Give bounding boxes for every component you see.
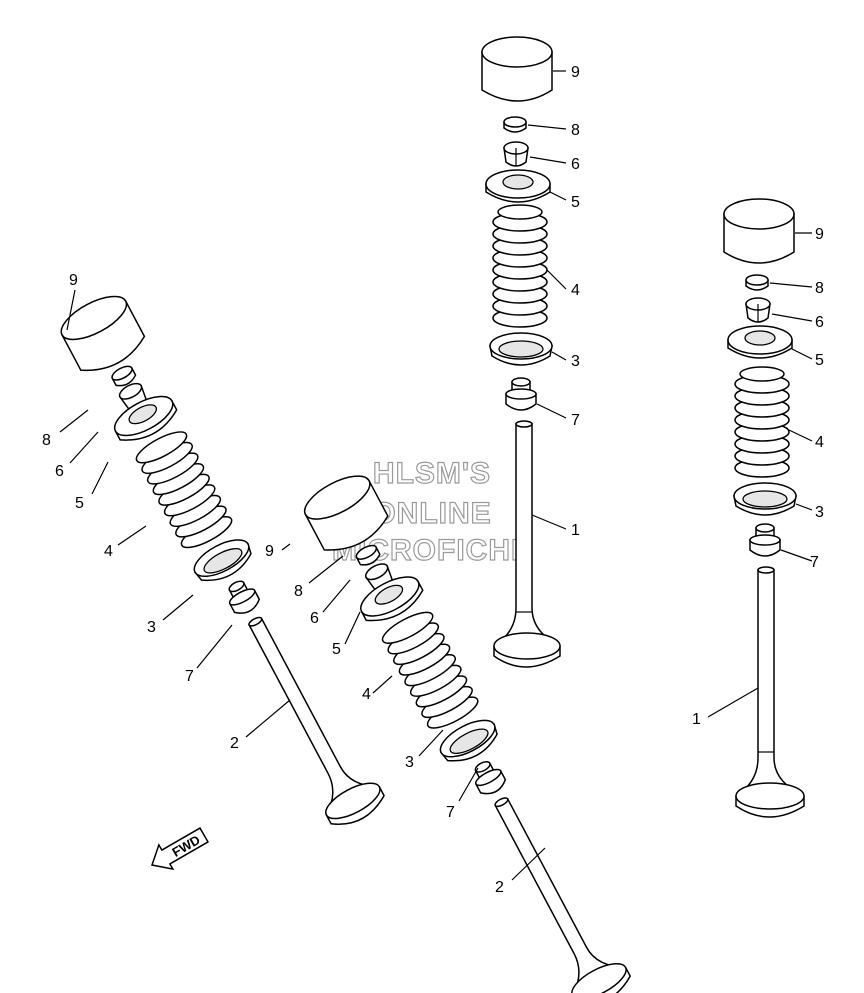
valve-b <box>735 566 805 818</box>
adjusting-pad-a <box>503 116 527 133</box>
adjusting-pad-d <box>355 544 381 566</box>
callout-8-c: 8 <box>42 432 51 449</box>
callout-4-c: 4 <box>104 543 113 560</box>
callout-9-d: 9 <box>265 543 274 560</box>
callout-1-b: 1 <box>692 711 701 728</box>
callout-1-a: 1 <box>571 522 580 539</box>
callout-2-c: 2 <box>230 735 239 752</box>
valve-stem-seal-a <box>505 377 537 411</box>
callout-7-d: 7 <box>446 804 455 821</box>
valve-assembly-c: 9 8 6 5 4 3 7 2 <box>42 272 385 825</box>
callout-3-c: 3 <box>147 619 156 636</box>
spring-retainer-d <box>360 576 424 622</box>
callout-3-d: 3 <box>405 754 414 771</box>
callout-3-b: 3 <box>815 504 824 521</box>
adjusting-pad-b <box>745 274 769 291</box>
callout-5-b: 5 <box>815 352 824 369</box>
valve-spring-b <box>734 366 790 478</box>
callout-2-d: 2 <box>495 879 504 896</box>
spring-retainer-a <box>485 169 551 203</box>
valve-spring-a <box>492 204 548 328</box>
spring-seat-a <box>489 332 553 366</box>
spring-seat-d <box>439 719 498 762</box>
callout-8-b: 8 <box>815 280 824 297</box>
valve-lifter-d <box>303 475 389 551</box>
valve-assembly-b: 9 8 6 5 4 3 7 1 <box>692 198 824 818</box>
valve-stem-seal-c <box>228 580 261 614</box>
valve-stem-seal-d <box>474 760 507 795</box>
callout-4-b: 4 <box>815 434 824 451</box>
callout-5-c: 5 <box>75 495 84 512</box>
watermark-line-1: HLSM'S <box>373 457 491 490</box>
callout-4-d: 4 <box>362 686 371 703</box>
callout-7-a: 7 <box>571 412 580 429</box>
callout-5-d: 5 <box>332 641 341 658</box>
valve-cotter-a <box>503 141 529 167</box>
callout-9-c: 9 <box>69 272 78 289</box>
forward-arrow-icon: FWD <box>151 827 210 871</box>
callout-9-b: 9 <box>815 226 824 243</box>
adjusting-pad-c <box>111 365 137 387</box>
callout-8-a: 8 <box>571 122 580 139</box>
valve-lifter-c <box>60 295 146 372</box>
callout-6-b: 6 <box>815 314 824 331</box>
callout-9-a: 9 <box>571 64 580 81</box>
valve-stem-seal-b <box>749 523 781 557</box>
valve-c <box>248 616 385 825</box>
valve-d <box>494 797 632 993</box>
spring-retainer-c <box>113 395 178 441</box>
valve-cotter-b <box>745 297 771 323</box>
spring-retainer-b <box>727 325 793 359</box>
callout-8-d: 8 <box>294 583 303 600</box>
callout-5-a: 5 <box>571 194 580 211</box>
callout-7-c: 7 <box>185 668 194 685</box>
callout-7-b: 7 <box>810 554 819 571</box>
valve-lifter-b <box>723 198 795 264</box>
spring-seat-c <box>193 539 252 582</box>
valve-assembly-d: 9 8 6 5 4 3 7 2 <box>265 475 632 993</box>
valve-a <box>493 420 561 668</box>
valve-spring-c <box>135 431 233 549</box>
valve-assembly-a: 9 8 6 5 4 3 7 1 <box>481 36 580 668</box>
valve-lifter-a <box>481 36 553 102</box>
callout-4-a: 4 <box>571 282 580 299</box>
spring-seat-b <box>733 482 797 516</box>
callout-6-a: 6 <box>571 156 580 173</box>
valve-spring-d <box>381 611 479 729</box>
callout-3-a: 3 <box>571 353 580 370</box>
watermark-line-2: ONLINE <box>372 497 491 530</box>
callout-6-d: 6 <box>310 610 319 627</box>
callout-6-c: 6 <box>55 463 64 480</box>
